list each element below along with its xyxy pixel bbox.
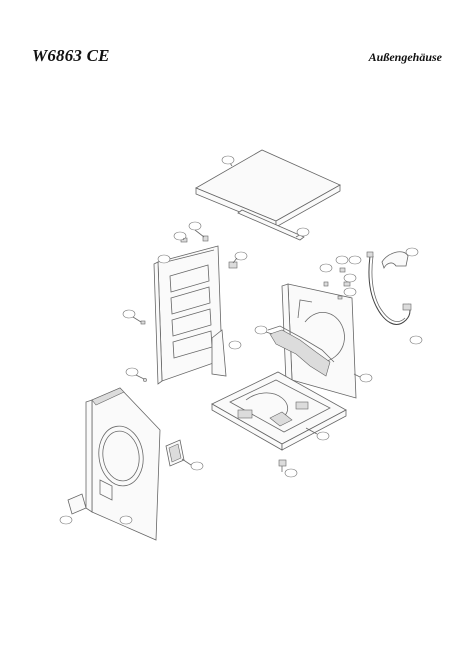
callout-flap (59, 515, 73, 525)
base-plate (211, 371, 347, 451)
callout-screw-a (188, 221, 202, 231)
callout-base (316, 431, 330, 441)
callout-part-d (343, 273, 357, 283)
corner-piece (211, 329, 227, 377)
left-screws (140, 320, 147, 382)
callout-rear-panel (157, 254, 171, 264)
callout-foot (284, 468, 298, 478)
callout-side-panel (359, 373, 373, 383)
callout-strip (296, 227, 310, 237)
callout-part-c (348, 255, 362, 265)
hose-assembly (366, 251, 412, 325)
frame-ring (165, 439, 185, 467)
small-parts (323, 267, 351, 300)
callout-duct (254, 325, 268, 335)
side-panel (267, 283, 357, 399)
callout-part-e (343, 287, 357, 297)
callout-part-b (335, 255, 349, 265)
callout-frame (190, 461, 204, 471)
callout-front-panel (119, 515, 133, 525)
callout-part-a (319, 263, 333, 273)
callout-bracket (234, 251, 248, 261)
model-title: W6863 CE (32, 46, 110, 65)
callout-top-cover (221, 155, 235, 165)
callout-hose-clip (405, 247, 419, 257)
cover-strip (237, 209, 305, 241)
front-panel (85, 387, 161, 541)
section-title: Außengehäuse (368, 50, 442, 64)
foot (278, 459, 287, 472)
top-cover (195, 149, 341, 228)
callout-screw-b (173, 231, 187, 241)
callout-screw-c (122, 309, 136, 319)
callout-corner (228, 340, 242, 350)
callout-screw-d (125, 367, 139, 377)
callout-hose (409, 335, 423, 345)
service-flap (67, 493, 87, 515)
